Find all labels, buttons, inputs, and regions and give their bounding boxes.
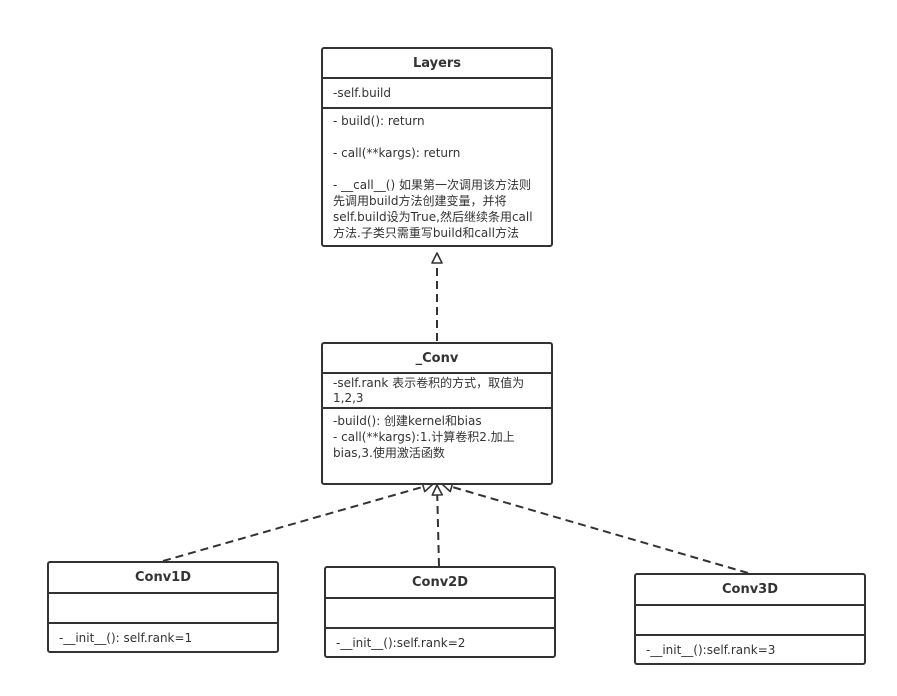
- attribute-line: -self.build: [333, 85, 391, 100]
- realization-conv3d-to-conv: [441, 481, 749, 574]
- operation-line: - __call__() 如果第一次调用该方法则先调用build方法创建变量，并…: [333, 178, 533, 240]
- operation-line: - build(): return: [333, 114, 425, 128]
- operation-line: -__init__(): self.rank=1: [59, 630, 193, 645]
- class-attributes: [636, 606, 864, 636]
- class-attributes: [49, 594, 277, 624]
- class-operations: -build(): 创建kernel和bias - call(**kargs):…: [323, 409, 551, 483]
- class-name: _Conv: [323, 344, 551, 374]
- class-conv[interactable]: _Conv -self.rank 表示卷积的方式，取值为1,2,3 -build…: [321, 342, 553, 485]
- class-attributes: -self.build: [323, 79, 551, 109]
- class-layers[interactable]: Layers -self.build - build(): return - c…: [321, 47, 553, 247]
- class-name: Conv3D: [636, 575, 864, 606]
- class-operations: -__init__():self.rank=2: [326, 629, 554, 656]
- attribute-line: -self.rank 表示卷积的方式，取值为1,2,3: [333, 376, 525, 405]
- operation-line: - call(**kargs): return: [333, 146, 461, 160]
- operation-line: -__init__():self.rank=2: [336, 635, 466, 650]
- class-attributes: -self.rank 表示卷积的方式，取值为1,2,3: [323, 374, 551, 409]
- class-name: Layers: [323, 49, 551, 79]
- operation-line: -__init__():self.rank=3: [646, 642, 776, 657]
- realization-conv1d-to-conv: [162, 481, 434, 562]
- class-attributes: [326, 599, 554, 629]
- class-conv1d[interactable]: Conv1D -__init__(): self.rank=1: [47, 561, 279, 653]
- class-operations: -__init__(): self.rank=1: [49, 624, 277, 651]
- operation-line: -build(): 创建kernel和bias: [333, 414, 482, 428]
- class-operations: -__init__():self.rank=3: [636, 636, 864, 663]
- class-conv3d[interactable]: Conv3D -__init__():self.rank=3: [634, 573, 866, 665]
- class-conv2d[interactable]: Conv2D -__init__():self.rank=2: [324, 566, 556, 658]
- operation-line: - call(**kargs):1.计算卷积2.加上bias,3.使用激活函数: [333, 430, 515, 460]
- class-name: Conv2D: [326, 568, 554, 599]
- class-operations: - build(): return - call(**kargs): retur…: [323, 109, 551, 245]
- realization-conv2d-to-conv: [431, 484, 444, 567]
- class-name: Conv1D: [49, 563, 277, 594]
